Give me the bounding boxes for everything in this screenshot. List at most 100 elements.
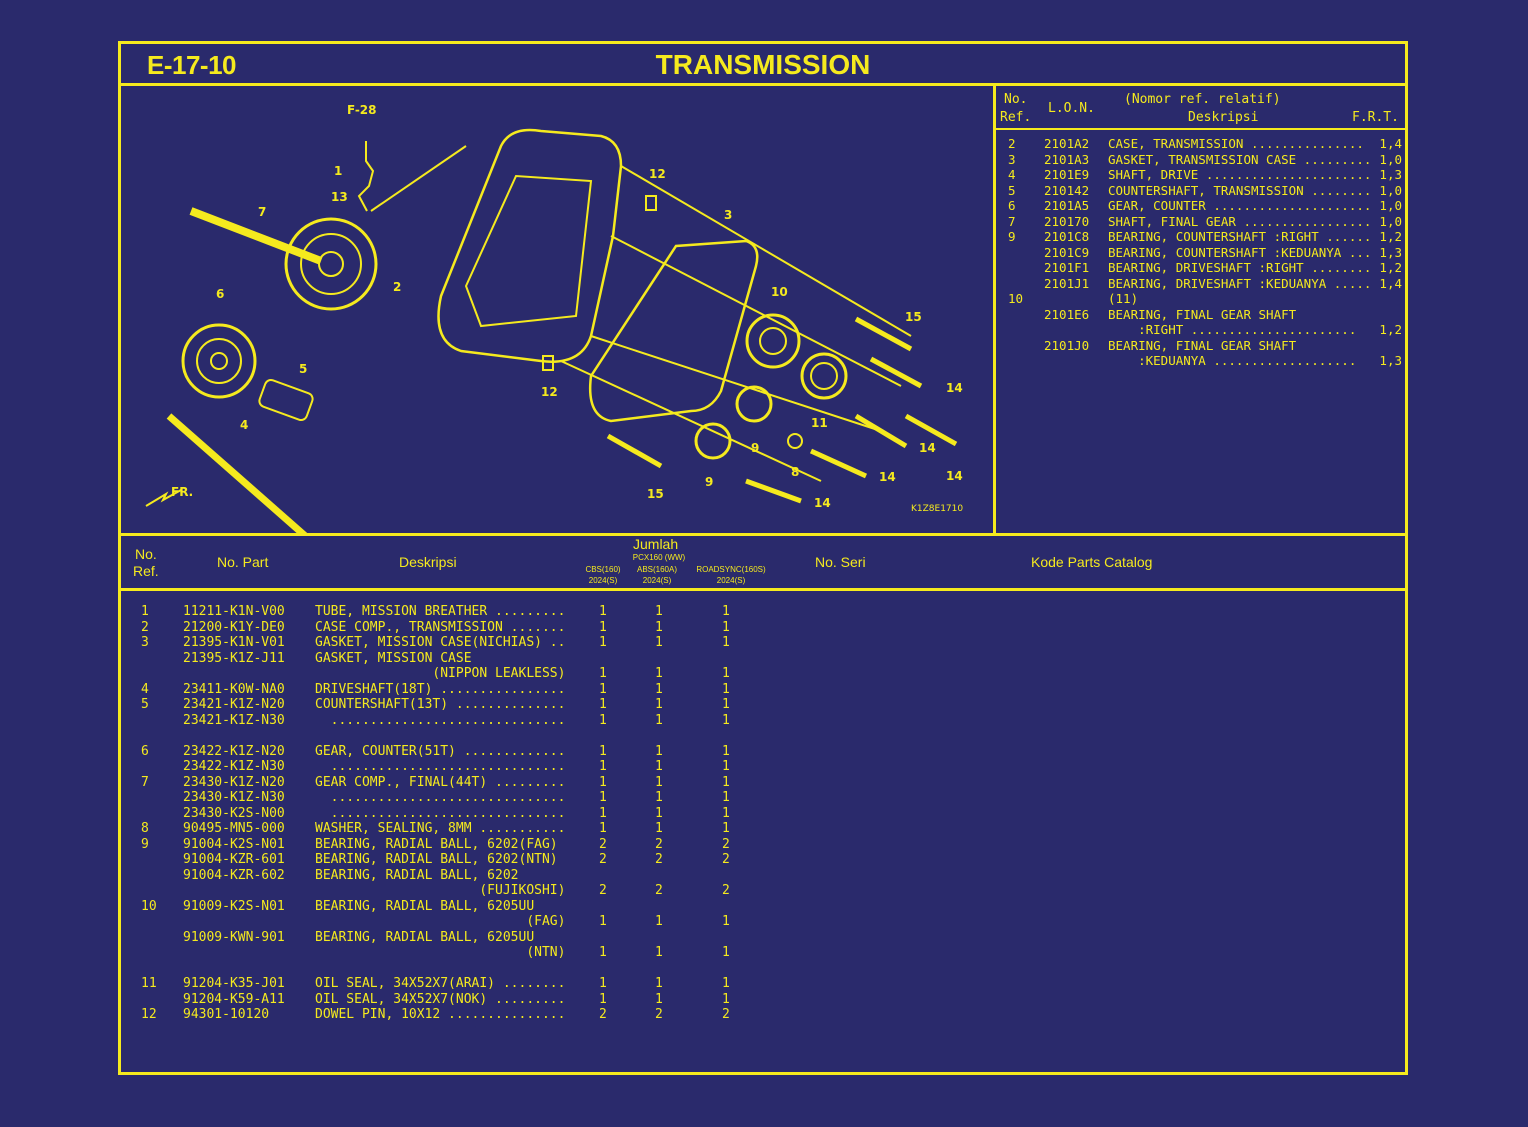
callout: 3 xyxy=(724,208,732,222)
frt-lon: 2101A5 xyxy=(1044,198,1090,213)
qty-cbs: 1 xyxy=(599,991,607,1007)
frt-desc: GEAR, COUNTER ..................... xyxy=(1108,198,1372,213)
qty-roadsync: 1 xyxy=(722,774,730,790)
qty-abs: 1 xyxy=(655,759,663,774)
oil-seal-11 xyxy=(800,352,848,400)
frt-value: 1,2 xyxy=(1379,260,1402,275)
callout: 1 xyxy=(334,164,342,178)
qty-roadsync: 1 xyxy=(722,743,730,759)
qty-roadsync: 2 xyxy=(722,1007,730,1022)
part-ref: 3 xyxy=(141,635,149,650)
callout: 9 xyxy=(751,441,759,455)
qty-cbs: 1 xyxy=(599,681,607,697)
callout: 14 xyxy=(946,469,963,483)
qty-roadsync: 1 xyxy=(722,681,730,697)
section-code: E-17-10 xyxy=(147,50,237,80)
part-number: 91004-KZR-602 xyxy=(183,867,285,883)
parts-header-model: PCX160 (WW) xyxy=(632,553,686,562)
part-ref: 7 xyxy=(141,774,149,790)
qty-roadsync: 1 xyxy=(722,635,730,650)
frt-header-no: No. xyxy=(1004,92,1028,107)
bearing-10 xyxy=(745,313,801,369)
qty-cbs: 2 xyxy=(599,1007,607,1022)
part-number: 91004-K2S-N01 xyxy=(183,836,285,852)
part-desc: (FUJIKOSHI) xyxy=(315,883,566,898)
part-desc: BEARING, RADIAL BALL, 6202(NTN) xyxy=(315,852,558,867)
qty-cbs: 1 xyxy=(599,619,607,635)
callout: 13 xyxy=(331,190,348,204)
frt-header-lon: L.O.N. xyxy=(1048,101,1095,116)
part-number: 91009-K2S-N01 xyxy=(183,898,285,914)
qty-abs: 1 xyxy=(655,666,663,681)
qty-abs: 1 xyxy=(655,712,663,728)
parts-row: 23430-K2S-N00 ..........................… xyxy=(121,806,1405,822)
parts-header-ref: Ref. xyxy=(133,563,159,579)
parts-header-serial: No. Seri xyxy=(815,554,866,570)
frt-ref: 7 xyxy=(1008,213,1016,229)
qty-cbs: 1 xyxy=(599,666,607,681)
frt-table: No. Ref. L.O.N. (Nomor ref. relatif) Des… xyxy=(996,86,1408,536)
frt-lon: 2101E9 xyxy=(1044,167,1090,182)
part-ref: 2 xyxy=(141,619,149,635)
part-ref: 9 xyxy=(141,836,149,852)
counter-gear xyxy=(181,323,257,399)
part-number: 21395-K1Z-J11 xyxy=(183,650,285,666)
panel-divider xyxy=(993,86,996,536)
exploded-diagram: F-28 FR. K1Z8E1710 1 13 7 2 12 3 6 5 10 … xyxy=(121,86,993,544)
part-number: 23421-K1Z-N30 xyxy=(183,712,285,728)
qty-cbs: 1 xyxy=(599,774,607,790)
qty-abs: 1 xyxy=(655,681,663,697)
qty-cbs: 1 xyxy=(599,697,607,712)
part-desc: .............................. xyxy=(315,805,566,821)
qty-cbs: 2 xyxy=(599,883,607,898)
frt-ref: 9 xyxy=(1008,229,1016,244)
parts-header-part: No. Part xyxy=(217,554,269,570)
qty-abs: 1 xyxy=(655,976,663,991)
callout: 11 xyxy=(811,416,828,430)
page-title: TRANSMISSION xyxy=(655,49,871,80)
part-number: 23430-K1Z-N20 xyxy=(183,774,285,790)
frt-desc: BEARING, DRIVESHAFT :KEDUANYA ..... xyxy=(1108,275,1372,291)
frt-desc: :KEDUANYA ................... xyxy=(1108,353,1357,368)
parts-header-col-cbs: CBS(160) 2024(S) xyxy=(585,565,621,585)
frt-row: 9 2101C8 BEARING, COUNTERSHAFT :RIGHT ....… xyxy=(996,229,1408,245)
qty-cbs: 1 xyxy=(599,914,607,929)
part-desc: CASE COMP., TRANSMISSION ....... xyxy=(315,619,566,635)
frt-lon: 2101C8 xyxy=(1044,229,1090,244)
frt-header-rule xyxy=(996,128,1408,130)
part-desc: DOWEL PIN, 10X12 ............... xyxy=(315,1007,566,1022)
frt-desc: SHAFT, DRIVE ...................... xyxy=(1108,167,1372,182)
frt-desc: BEARING, COUNTERSHAFT :KEDUANYA ... xyxy=(1108,244,1372,260)
ref-page-label: F-28 xyxy=(347,103,377,117)
part-number: 23411-K0W-NA0 xyxy=(183,681,285,697)
frt-desc: BEARING, COUNTERSHAFT :RIGHT ...... xyxy=(1108,229,1372,244)
qty-cbs: 1 xyxy=(599,759,607,774)
bolt-14a xyxy=(869,356,923,389)
qty-abs: 1 xyxy=(655,821,663,836)
frt-desc: BEARING, DRIVESHAFT :RIGHT ........ xyxy=(1108,260,1372,275)
part-ref: 1 xyxy=(141,604,149,619)
qty-roadsync: 1 xyxy=(722,991,730,1007)
parts-row: 23430-K1Z-N30 ..........................… xyxy=(121,790,1405,806)
frt-value: 1,0 xyxy=(1379,182,1402,198)
part-desc: .............................. xyxy=(315,759,566,774)
part-desc: (NTN) xyxy=(315,945,566,960)
frt-row: :KEDUANYA ...................1,3 xyxy=(996,353,1408,369)
dowel-pin-b xyxy=(542,355,554,371)
part-number: 21395-K1N-V01 xyxy=(183,635,285,650)
part-desc: .............................. xyxy=(315,790,566,805)
parts-row xyxy=(121,961,1405,977)
